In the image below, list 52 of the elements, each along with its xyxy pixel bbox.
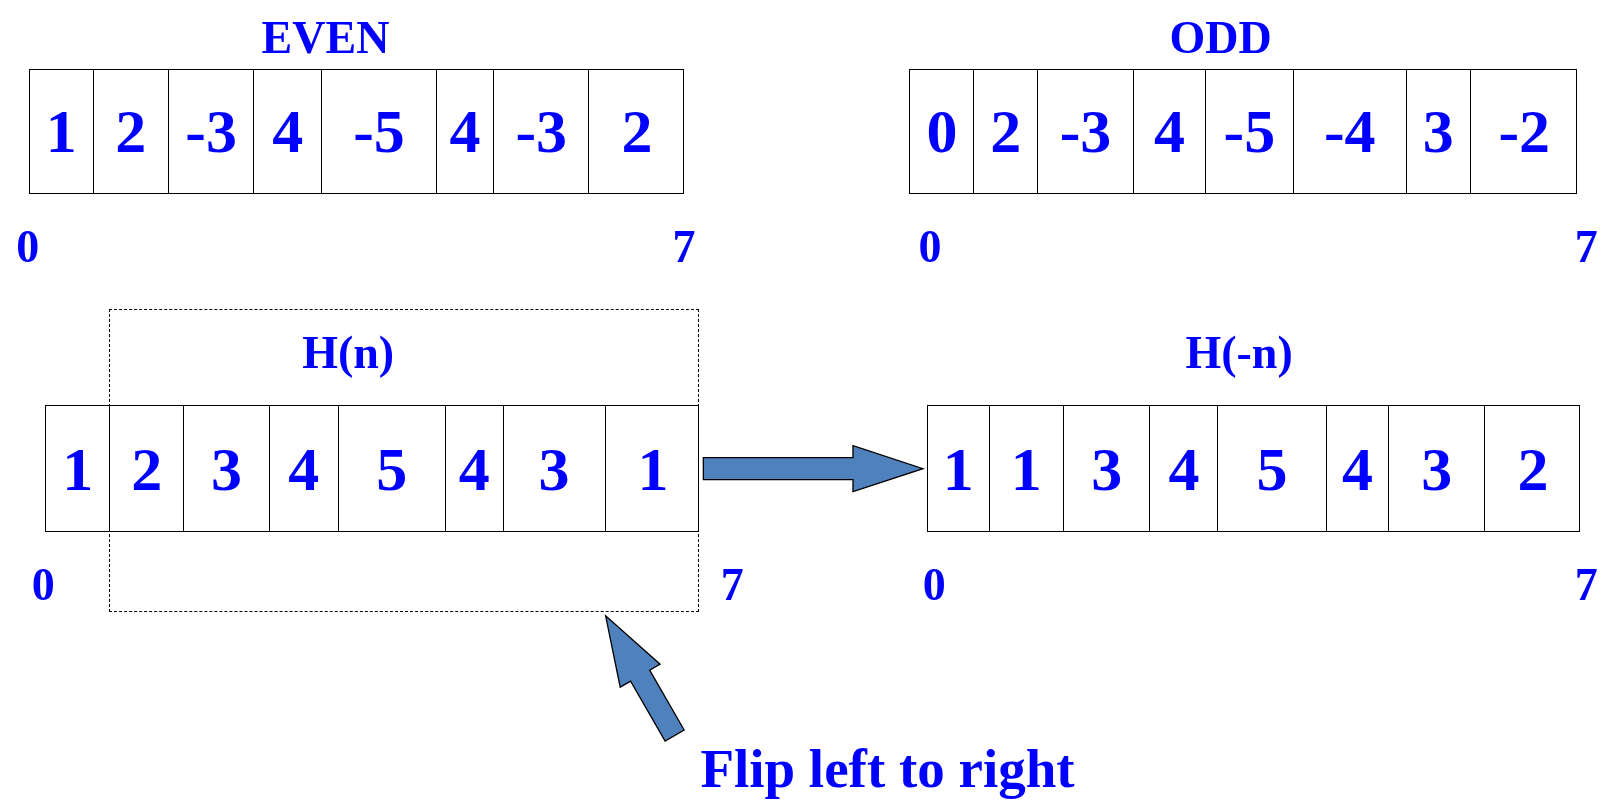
cell-value: 4 [288,437,320,500]
index-label: 0 [922,562,946,608]
cell-value: 1 [45,100,77,163]
cell-value: 1 [62,437,94,500]
cell-value: 5 [376,437,408,500]
cell-value: 3 [538,437,570,500]
cell-value: 5 [1256,437,1288,500]
cell-value: 3 [1091,437,1123,500]
index-label: H(-n) [1185,330,1293,377]
cell-value: -5 [353,100,405,163]
cell-value: 3 [1422,100,1454,163]
index-label: ODD [1169,15,1272,62]
cell-value: -5 [1223,100,1276,163]
cell-value: 4 [458,437,490,500]
number-array [28,69,684,194]
cell-value: 3 [211,437,243,500]
index-label: 0 [16,224,40,271]
cell-value: 2 [1517,437,1549,500]
index-label: 7 [1574,224,1598,271]
cell-value: 0 [926,100,958,163]
cell-value: 2 [131,437,163,500]
block-arrow [604,614,686,742]
cell-value: 2 [990,100,1022,163]
index-label: 7 [1574,562,1598,608]
cell-value: 4 [272,100,304,163]
cell-value: 2 [621,100,653,163]
caption-text: Flip left to right [700,739,1075,798]
number-array [45,404,700,533]
cell-value: 1 [1010,437,1042,500]
cell-value: 4 [1341,437,1373,500]
cell-value: -2 [1498,100,1551,163]
cell-value: 1 [942,437,974,500]
cell-value: -3 [1059,100,1112,163]
cell-value: 3 [1421,437,1453,500]
index-label: 7 [720,562,744,608]
cell-value: 1 [637,437,669,500]
number-array [909,69,1577,194]
cell-value: 4 [1154,100,1185,163]
cell-value: -4 [1323,100,1376,163]
cell-value: 4 [1168,437,1200,500]
cell-value: 2 [115,100,147,163]
block-arrow [702,444,926,493]
index-label: H(n) [302,330,395,377]
dashed-frame [109,309,700,612]
index-label: 0 [31,562,55,608]
index-label: 0 [918,224,942,271]
cell-value: -3 [185,100,237,163]
index-label: EVEN [261,15,390,62]
cell-value: -3 [515,100,568,163]
number-array [926,404,1580,533]
index-label: 7 [672,224,696,271]
cell-value: 4 [449,100,481,163]
